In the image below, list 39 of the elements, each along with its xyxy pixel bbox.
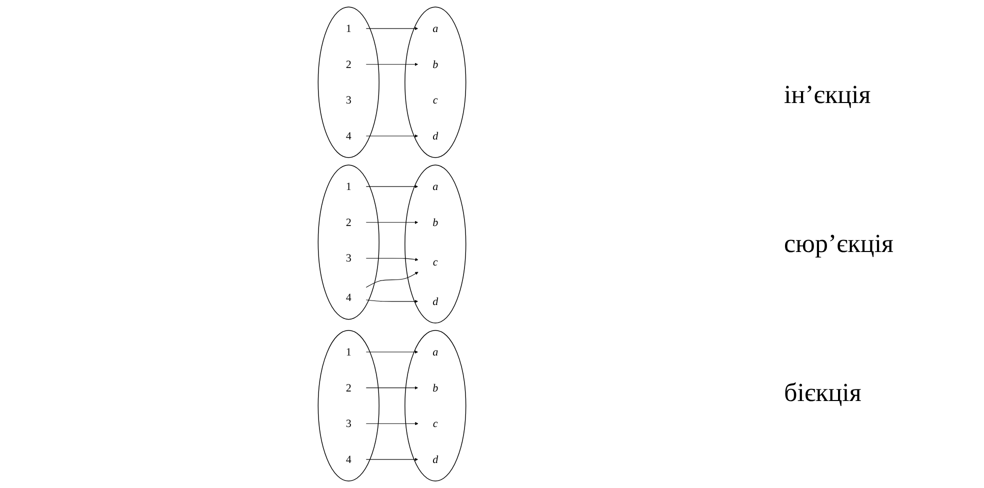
node-text: 1 <box>346 346 352 358</box>
arrow <box>366 300 418 304</box>
node-text: 3 <box>346 252 352 264</box>
node-text: c <box>432 418 438 430</box>
node-text: c <box>432 94 438 106</box>
arrow <box>366 350 418 354</box>
node-text: a <box>432 346 438 358</box>
caption-text: ін’єкція <box>784 80 872 110</box>
node-text: 3 <box>346 94 352 106</box>
arrow <box>366 258 418 262</box>
node-text: a <box>432 22 438 35</box>
node-text: b <box>432 58 438 70</box>
arrow <box>366 458 418 462</box>
arrow <box>366 272 418 288</box>
arrow <box>366 422 418 426</box>
caption-text: бієкція <box>784 378 862 408</box>
node-text: d <box>432 453 438 466</box>
node-text: 3 <box>346 418 352 430</box>
node-text: b <box>432 382 438 394</box>
node-text: 4 <box>346 292 352 304</box>
node-text: 4 <box>346 130 352 142</box>
node-text: 4 <box>346 453 352 466</box>
arrow <box>366 26 418 30</box>
arrow <box>366 220 418 224</box>
node-text: d <box>432 130 438 142</box>
node-text: c <box>432 256 438 268</box>
node-text: a <box>432 180 438 193</box>
arrow <box>366 386 418 390</box>
node-text: b <box>432 216 438 228</box>
arrow <box>366 62 418 66</box>
arrow <box>366 184 418 188</box>
node-text: 2 <box>346 58 352 70</box>
arrow <box>366 134 418 138</box>
node-text: 1 <box>346 22 352 35</box>
node-text: d <box>432 295 438 308</box>
caption-text: сюр’єкція <box>784 228 895 259</box>
node-text: 1 <box>346 180 352 193</box>
node-text: 2 <box>346 216 352 228</box>
node-text: 2 <box>346 382 352 394</box>
